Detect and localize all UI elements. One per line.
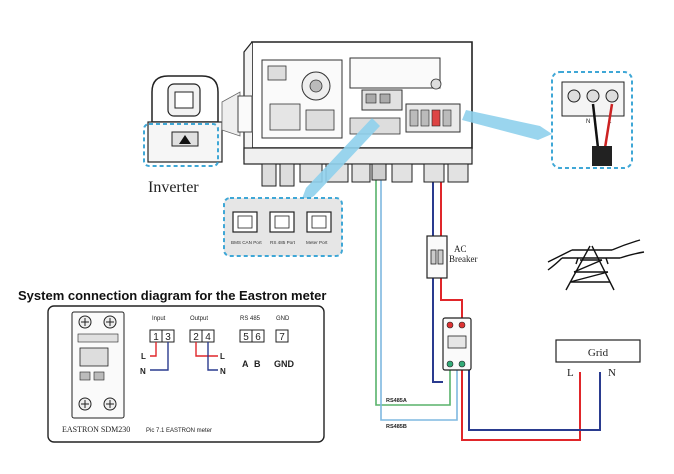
terminal-6: 6 bbox=[255, 332, 261, 343]
grid-box: Grid L N bbox=[555, 339, 641, 379]
input-n-line bbox=[150, 342, 169, 371]
eastron-model: EASTRON SDM230 bbox=[62, 425, 130, 434]
group-header-gnd: GND bbox=[276, 316, 290, 322]
input-l-line bbox=[150, 342, 157, 357]
rs485-a-label: A bbox=[242, 359, 249, 369]
output-n-line bbox=[207, 342, 218, 371]
ports-panel: BMS CAN Port RS 485 Port Meter Port bbox=[223, 197, 343, 257]
input-l-label: L bbox=[141, 352, 146, 361]
rs485b-wire bbox=[380, 180, 458, 421]
rs485b-label: RS485B bbox=[386, 424, 407, 430]
meter-l-to-grid bbox=[461, 366, 581, 441]
terminal-4: 4 bbox=[205, 332, 211, 343]
output-l-line bbox=[195, 342, 218, 357]
arrow-to-ports bbox=[300, 118, 380, 204]
transmission-tower-icon bbox=[547, 239, 645, 291]
eastron-meter-drawing bbox=[71, 311, 125, 419]
terminal-boxes bbox=[149, 329, 289, 343]
output-n-label: N bbox=[220, 367, 226, 376]
inverter-highlight bbox=[143, 123, 219, 167]
breaker-n-to-meter bbox=[432, 278, 443, 383]
rs485-b-label: B bbox=[254, 359, 261, 369]
warning-triangle-icon bbox=[179, 135, 191, 144]
meter-port bbox=[306, 211, 332, 233]
terminal-2: 2 bbox=[193, 332, 199, 343]
port-label-bms: BMS CAN Port bbox=[231, 240, 262, 245]
port-label-meter: Meter Port bbox=[306, 240, 328, 245]
eastron-caption: Pic 7.1 EASTRON meter bbox=[146, 428, 212, 434]
terminal-3: 3 bbox=[165, 332, 171, 343]
inverter-unit: Inverter bbox=[143, 75, 253, 196]
rs485-port bbox=[269, 211, 295, 233]
meter-n-to-grid bbox=[468, 366, 601, 431]
group-header-output: Output bbox=[190, 316, 208, 322]
eastron-panel: EASTRON SDM230 Pic 7.1 EASTRON meter Inp… bbox=[47, 305, 325, 443]
grid-l-label: L bbox=[567, 367, 574, 379]
bms-can-port bbox=[232, 211, 258, 233]
eastron-title: System connection diagram for the Eastro… bbox=[18, 288, 326, 303]
port-label-rs485: RS 485 Port bbox=[270, 240, 296, 245]
group-header-input: Input bbox=[152, 316, 166, 322]
inverter-label: Inverter bbox=[148, 179, 199, 196]
breaker-label-line2: Breaker bbox=[449, 254, 477, 264]
breaker-label-line1: AC bbox=[454, 244, 467, 254]
terminal-n-label: N bbox=[586, 119, 590, 125]
grid-n-label: N bbox=[608, 367, 616, 379]
rs485a-label: RS485A bbox=[386, 398, 407, 404]
ac-breaker: AC Breaker bbox=[426, 235, 477, 279]
group-header-rs485: RS 485 bbox=[240, 316, 261, 322]
inverter-wiring-box bbox=[243, 41, 473, 187]
input-n-label: N bbox=[140, 367, 146, 376]
output-l-label: L bbox=[220, 352, 225, 361]
arrow-to-terminal bbox=[462, 110, 552, 140]
grid-label: Grid bbox=[588, 347, 609, 359]
rs485a-wire bbox=[375, 180, 451, 406]
eastron-meter-device bbox=[442, 317, 472, 371]
terminal-zoom: N L bbox=[551, 71, 633, 169]
gnd-label: GND bbox=[274, 359, 295, 369]
terminal-1: 1 bbox=[153, 332, 159, 343]
terminal-7: 7 bbox=[279, 332, 285, 343]
breaker-l-to-meter bbox=[440, 278, 463, 322]
terminal-5: 5 bbox=[243, 332, 249, 343]
